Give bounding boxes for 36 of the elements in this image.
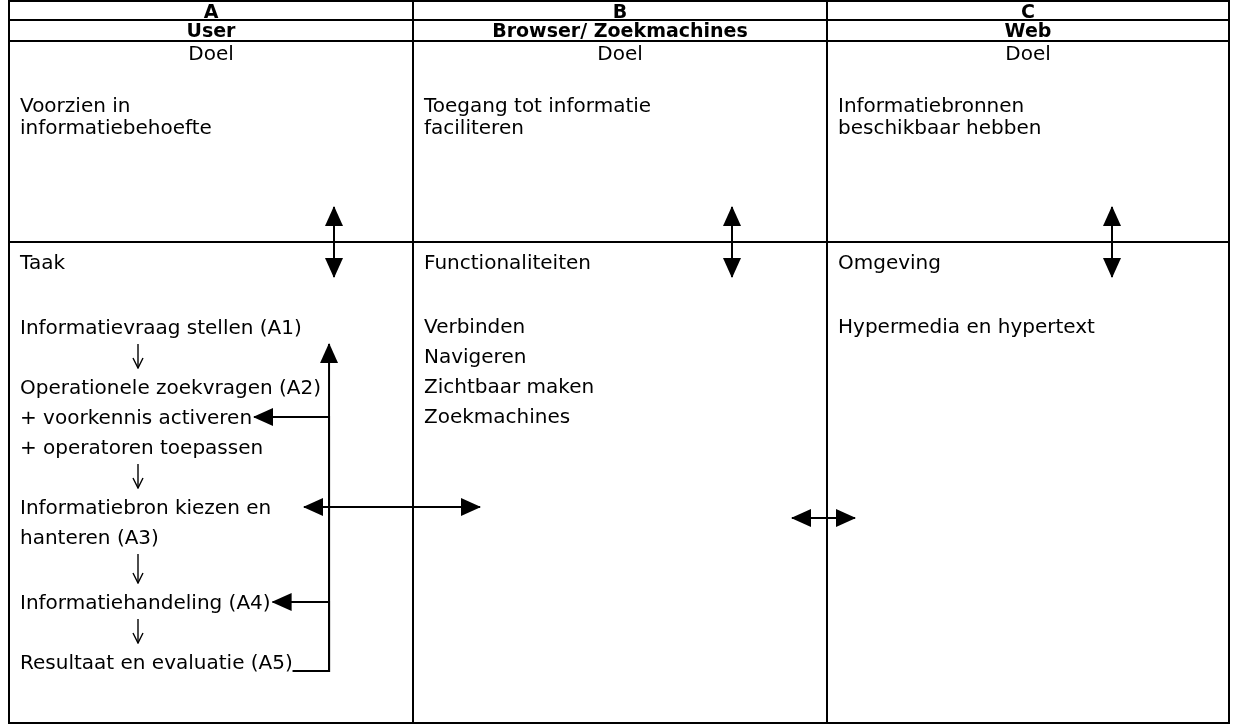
cell-text: Toegang tot informatie faciliteren: [424, 94, 653, 138]
step-text: Resultaat en evaluatie (A5): [20, 647, 293, 677]
step-text: Informatiehandeling (A4): [20, 587, 271, 617]
cell-text: Hypermedia en hypertext: [838, 313, 1095, 340]
table-cell: [826, 241, 1230, 724]
down-arrow: [132, 618, 144, 644]
cell-heading: Functionaliteiten: [424, 249, 591, 276]
cell-heading: Doel: [596, 42, 644, 64]
step-text: Operationele zoekvragen (A2): [20, 372, 322, 402]
down-arrow: [132, 343, 144, 369]
double-arrow: [303, 498, 481, 516]
cell-text: Voorzien in informatiebehoefte: [20, 94, 213, 138]
cell-text: Zichtbaar maken: [424, 373, 595, 400]
double-arrow: [791, 509, 856, 527]
cell-heading: Taak: [20, 249, 65, 276]
step-text: + voorkennis activeren: [20, 402, 253, 432]
cell-heading: Omgeving: [838, 249, 941, 276]
cell-heading: Doel: [187, 42, 235, 64]
down-arrow: [132, 553, 144, 584]
cell-text: Navigeren: [424, 343, 527, 370]
double-arrow: [723, 206, 741, 278]
cell-text: Informatiebronnen beschikbaar hebben: [838, 94, 1043, 138]
column-letter-cell: A: [8, 0, 414, 21]
feedback-arrow: [271, 593, 331, 672]
double-arrow: [325, 206, 343, 278]
step-text: Informatiebron kiezen en hanteren (A3): [20, 492, 300, 552]
down-arrow: [132, 463, 144, 489]
step-text: + operatoren toepassen: [20, 432, 264, 462]
cell-text: Zoekmachines: [424, 403, 571, 430]
cell-heading: Doel: [1004, 42, 1052, 64]
column-letter-cell: B: [412, 0, 828, 21]
column-letter-cell: C: [826, 0, 1230, 21]
step-text: Informatievraag stellen (A1): [20, 312, 302, 342]
table-cell: [8, 241, 414, 724]
double-arrow: [1103, 206, 1121, 278]
cell-text: Verbinden: [424, 313, 526, 340]
